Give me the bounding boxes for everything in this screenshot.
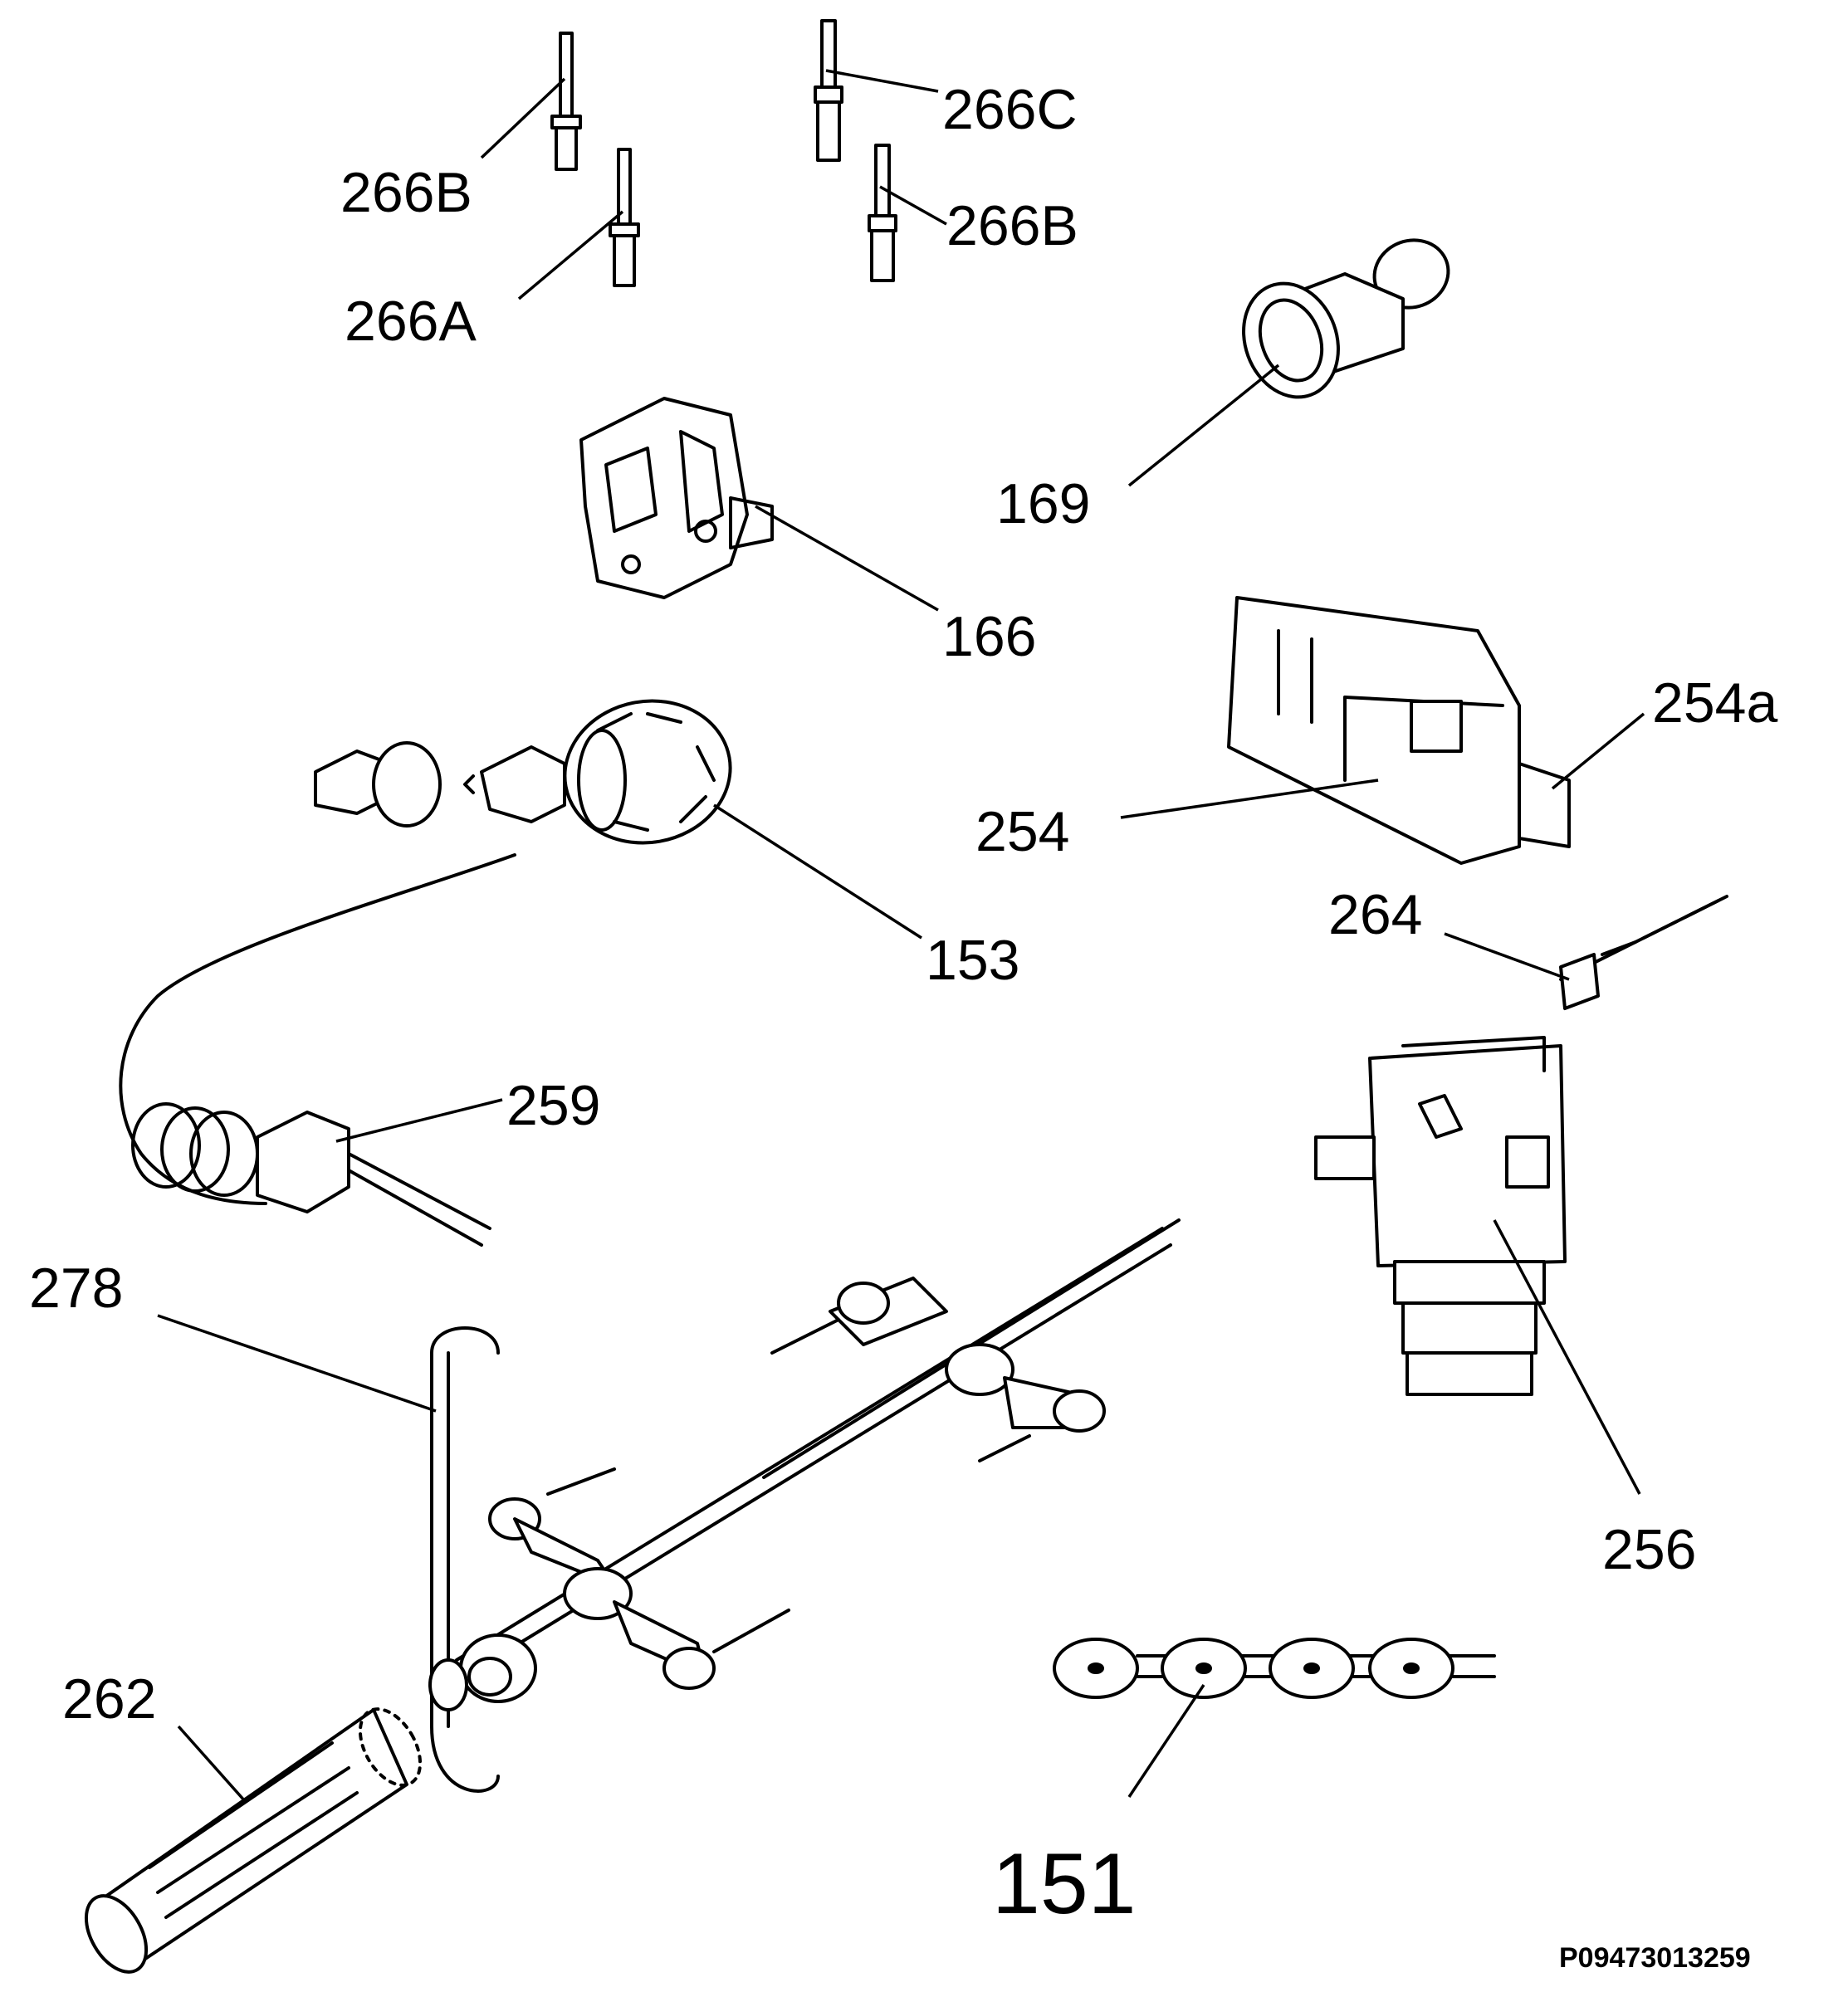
leader-166: [755, 505, 939, 612]
ignition-module-254: [1227, 596, 1571, 865]
callout-254: 254: [975, 800, 1069, 863]
callout-266a: 266A: [345, 290, 477, 353]
electrode-266a: [609, 148, 640, 287]
callout-153: 153: [926, 929, 1019, 992]
leader-266b-right: [879, 185, 947, 226]
leader-153: [713, 803, 922, 940]
electrode-266b-left: [550, 32, 582, 171]
leader-254a: [1551, 712, 1645, 790]
leader-266a: [517, 210, 624, 300]
callout-266b-left: 266B: [340, 161, 472, 224]
leader-264: [1444, 932, 1570, 981]
knob-assembly-153: [314, 699, 732, 845]
callout-254a: 254a: [1652, 671, 1777, 735]
leader-lines: [157, 69, 1645, 1803]
callout-266c: 266C: [942, 78, 1078, 141]
leader-256: [1493, 1219, 1641, 1495]
leader-266b-left: [480, 77, 566, 159]
thermostat-259: [131, 1102, 491, 1247]
leader-254: [1120, 779, 1379, 819]
leader-266c: [825, 69, 939, 93]
leader-262: [177, 1725, 247, 1803]
leader-151: [1127, 1684, 1205, 1798]
callout-169: 169: [996, 472, 1090, 535]
washers-151: [1053, 1638, 1496, 1699]
callout-151: 151: [992, 1836, 1137, 1932]
callout-262: 262: [62, 1667, 156, 1731]
callout-266b-right: 266B: [946, 194, 1078, 257]
callout-259: 259: [506, 1074, 600, 1137]
callout-264: 264: [1328, 883, 1422, 946]
leader-169: [1127, 364, 1280, 487]
callout-166: 166: [942, 605, 1036, 668]
callout-256: 256: [1602, 1518, 1696, 1581]
leader-278: [157, 1314, 437, 1413]
electrode-266c: [814, 19, 843, 162]
rod-278: [428, 1326, 500, 1793]
gas-manifold: [455, 1218, 1181, 1703]
electrode-266b-right: [868, 144, 897, 282]
document-id: P09473013259: [1559, 1942, 1751, 1974]
cable-terminal-264: [1559, 895, 1728, 1010]
leader-259: [335, 1098, 503, 1143]
callout-278: 278: [29, 1257, 123, 1320]
switch-block-166: [579, 397, 774, 599]
cylinder-262: [84, 1707, 423, 1974]
lamp-169: [1242, 238, 1450, 399]
gas-valve-256: [1314, 1036, 1567, 1396]
